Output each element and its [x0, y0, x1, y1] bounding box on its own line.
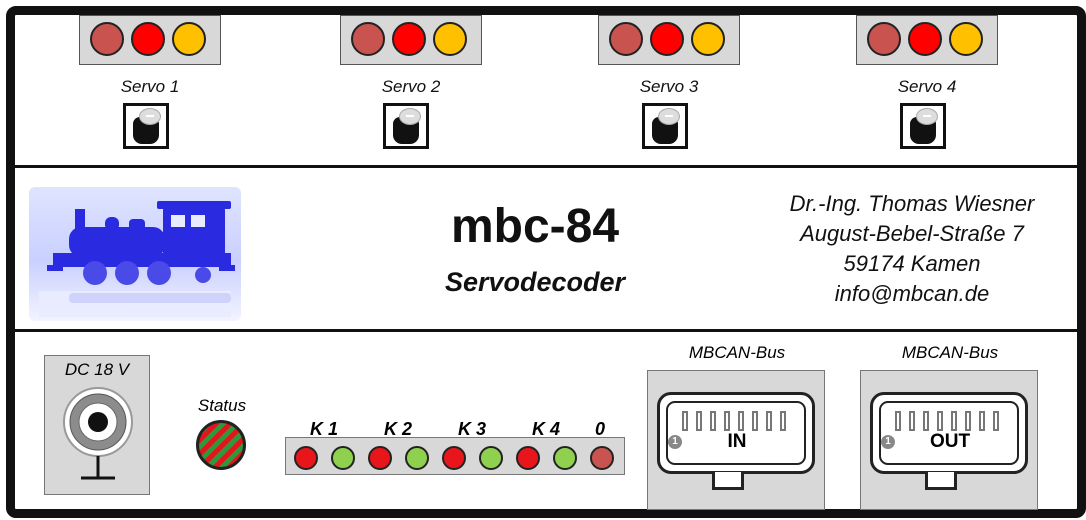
led-k1-red [294, 446, 318, 470]
bus-out-label: OUT [929, 431, 971, 452]
led-k3-red [442, 446, 466, 470]
servo-3-connector[interactable] [642, 103, 688, 149]
divider-top [15, 165, 1077, 168]
led-k4-red [516, 446, 540, 470]
lamp-dim-red [90, 22, 124, 56]
device-subtitle: Servodecoder [444, 267, 626, 297]
lamp-red [131, 22, 165, 56]
rj45-socket-icon: 1 IN [657, 392, 815, 474]
lamp-dim-red [351, 22, 385, 56]
lamp-red [392, 22, 426, 56]
socket-latch [925, 472, 957, 490]
bus-in-label: IN [727, 431, 747, 452]
dc-jack-icon [63, 387, 133, 480]
lamp-yellow [433, 22, 467, 56]
locomotive-image [29, 187, 241, 321]
led-k2-red [368, 446, 392, 470]
dc-power-box [44, 355, 150, 495]
servo-4-signal-lights [856, 15, 998, 65]
servo-2-label: Servo 2 [381, 77, 441, 96]
servo-2-connector[interactable] [383, 103, 429, 149]
bus-out-connector[interactable]: 1 OUT [860, 370, 1038, 510]
lamp-red [650, 22, 684, 56]
status-led [196, 420, 246, 470]
address-street: August-Bebel-Straße 7 [800, 221, 1024, 246]
channel-label-k4: K 4 [531, 419, 560, 439]
device-title: mbc-84 [450, 200, 620, 253]
lamp-yellow [172, 22, 206, 56]
status-label: Status [197, 396, 247, 415]
device-panel: Servo 1 Servo 2 Servo 3 Servo 4 [6, 6, 1086, 518]
address-city: 59174 Kamen [843, 251, 981, 276]
led-k1-green [331, 446, 355, 470]
socket-latch [712, 472, 744, 490]
channel-label-k2: K 2 [383, 419, 412, 439]
divider-bottom [15, 329, 1077, 332]
bus-out-title: MBCAN-Bus [901, 343, 999, 362]
lamp-yellow [949, 22, 983, 56]
channel-label-k3: K 3 [457, 419, 486, 439]
servo-3-signal-lights [598, 15, 740, 65]
address-email: info@mbcan.de [834, 281, 990, 306]
servo-1-connector[interactable] [123, 103, 169, 149]
led-k4-green [553, 446, 577, 470]
led-zero [590, 446, 614, 470]
pin-one-marker: 1 [881, 435, 895, 449]
dc-power-label: DC 18 V [64, 360, 130, 379]
rj45-socket-icon: 1 OUT [870, 392, 1028, 474]
lamp-dim-red [867, 22, 901, 56]
channel-led-bar [285, 437, 625, 475]
servo-3-label: Servo 3 [639, 77, 699, 96]
led-k3-green [479, 446, 503, 470]
servo-2-signal-lights [340, 15, 482, 65]
address-name: Dr.-Ing. Thomas Wiesner [789, 191, 1035, 216]
channel-label-zero: 0 [594, 419, 605, 439]
servo-4-label: Servo 4 [897, 77, 957, 96]
bus-in-connector[interactable]: 1 IN [647, 370, 825, 510]
servo-1-label: Servo 1 [120, 77, 180, 96]
led-k2-green [405, 446, 429, 470]
bus-in-title: MBCAN-Bus [688, 343, 786, 362]
servo-1-signal-lights [79, 15, 221, 65]
lamp-red [908, 22, 942, 56]
servo-4-connector[interactable] [900, 103, 946, 149]
channel-label-k1: K 1 [309, 419, 338, 439]
lamp-yellow [691, 22, 725, 56]
pin-one-marker: 1 [668, 435, 682, 449]
lamp-dim-red [609, 22, 643, 56]
